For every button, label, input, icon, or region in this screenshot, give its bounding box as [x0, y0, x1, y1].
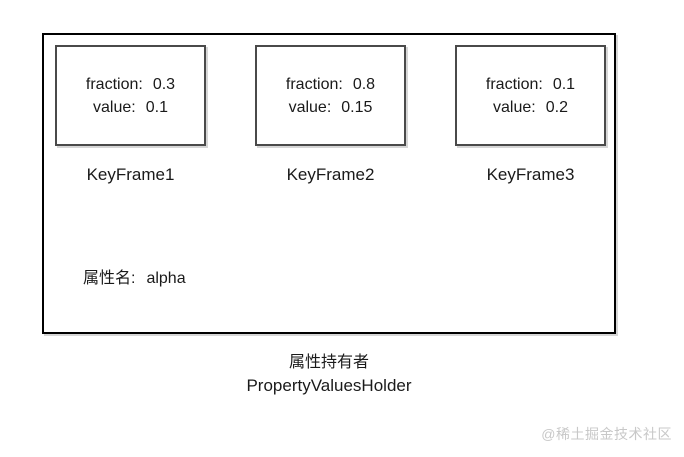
holder-caption-english: PropertyValuesHolder — [246, 376, 412, 395]
fraction-label: fraction: — [285, 75, 343, 93]
keyframe1-name: KeyFrame1 — [86, 165, 175, 184]
property-name-value: alpha — [146, 270, 186, 287]
property-name-line: 属性名: alpha — [83, 264, 186, 288]
watermark: @稀土掘金技术社区 — [541, 426, 672, 442]
value-label: value: — [93, 98, 136, 116]
value-value: 0.1 — [145, 98, 168, 116]
keyframe3-name: KeyFrame3 — [486, 165, 575, 184]
keyframe1-value-line: value: 0.1 — [93, 96, 168, 119]
value-label: value: — [288, 98, 332, 116]
property-values-holder-box: fraction: 0.3 value: 0.1 KeyFrame1 fractio… — [42, 33, 616, 334]
keyframe2-name: KeyFrame2 — [286, 165, 375, 184]
fraction-label: fraction: — [85, 75, 143, 93]
keyframe1-fraction-line: fraction: 0.3 — [86, 73, 175, 96]
keyframe3-group: fraction: 0.1 value: 0.2 KeyFrame3 — [455, 45, 606, 183]
keyframe1-group: fraction: 0.3 value: 0.1 KeyFrame1 — [55, 45, 206, 183]
keyframe2-fraction-line: fraction: 0.8 — [286, 73, 375, 96]
value-value: 0.15 — [341, 98, 373, 116]
keyframe2-group: fraction: 0.8 value: 0.15 KeyFrame2 — [255, 45, 406, 183]
value-value: 0.2 — [545, 98, 568, 116]
keyframe3-value-line: value: 0.2 — [493, 96, 568, 119]
holder-caption: 属性持有者 PropertyValuesHolder — [42, 351, 616, 397]
keyframe1-card: fraction: 0.3 value: 0.1 — [55, 45, 206, 146]
value-label: value: — [493, 98, 536, 116]
property-name-label: 属性名: — [83, 270, 136, 287]
keyframe2-card: fraction: 0.8 value: 0.15 — [255, 45, 406, 146]
fraction-label: fraction: — [485, 75, 543, 93]
keyframe2-value-line: value: 0.15 — [289, 96, 373, 119]
fraction-value: 0.8 — [352, 75, 376, 93]
keyframe3-card: fraction: 0.1 value: 0.2 — [455, 45, 606, 146]
holder-caption-chinese: 属性持有者 — [288, 354, 369, 371]
fraction-value: 0.1 — [552, 75, 576, 93]
keyframe3-fraction-line: fraction: 0.1 — [486, 73, 575, 96]
fraction-value: 0.3 — [152, 75, 176, 93]
